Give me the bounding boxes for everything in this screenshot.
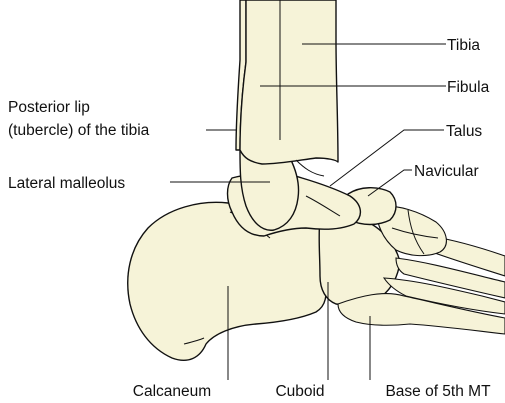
label-cuboid: Cuboid	[275, 383, 324, 400]
label-navicular: Navicular	[414, 163, 479, 180]
label-lateral-malleolus: Lateral malleolus	[8, 175, 125, 192]
label-posterior-lip-line1: Posterior lip	[8, 99, 90, 116]
label-fibula: Fibula	[447, 79, 490, 96]
tibia-bone	[240, 0, 338, 164]
label-talus: Talus	[446, 123, 482, 140]
label-tibia: Tibia	[447, 37, 480, 54]
label-calcaneum: Calcaneum	[133, 383, 211, 400]
label-base-5th-mt: Base of 5th MT	[385, 383, 491, 400]
label-posterior-lip-line2: (tubercle) of the tibia	[8, 122, 150, 139]
